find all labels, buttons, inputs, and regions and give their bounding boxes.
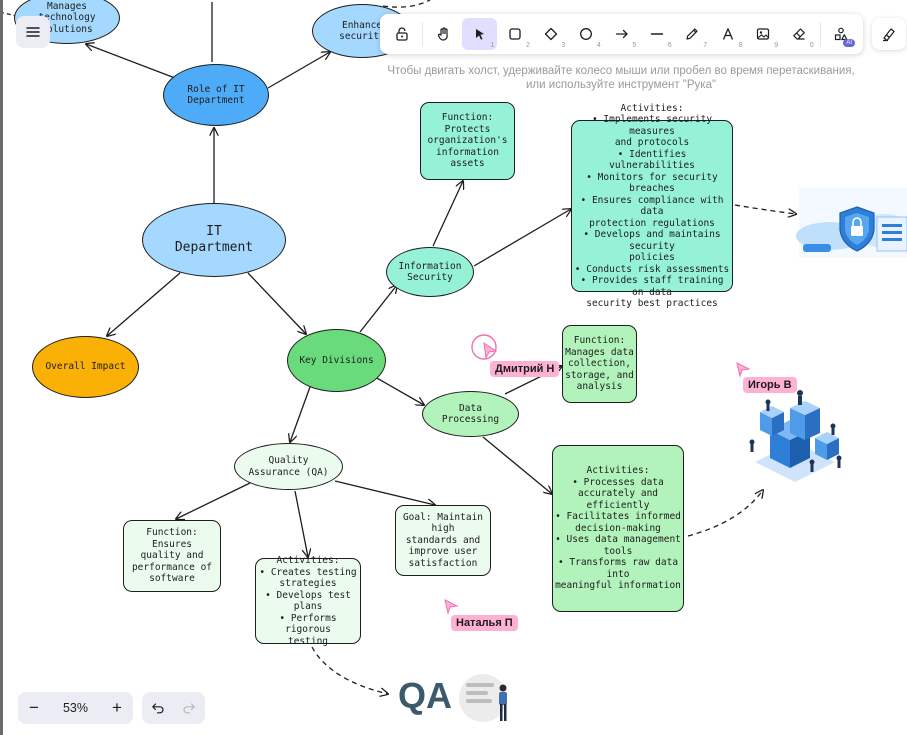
- undo-redo-controls: [142, 692, 205, 724]
- arrow-it-to-key-divisions[interactable]: [247, 272, 306, 334]
- ellipse-icon: [580, 28, 593, 40]
- arrow-right-icon: [615, 29, 628, 39]
- arrow-qa-to-function[interactable]: [176, 482, 251, 519]
- collaborator-label-dmitriy: Дмитрий Н: [490, 361, 560, 377]
- tool-hand[interactable]: [426, 18, 461, 50]
- arrow-dataproc-to-activities[interactable]: [482, 436, 552, 494]
- arrow-qa-to-goal[interactable]: [334, 480, 435, 505]
- qa-logo-text[interactable]: QA: [398, 675, 452, 716]
- dashed-arrow-infosec-to-image[interactable]: [734, 204, 796, 214]
- canvas-left-edge: [0, 0, 3, 735]
- node-role-of-it[interactable]: Role of IT Department: [163, 64, 269, 126]
- tool-selection[interactable]: 1: [461, 18, 498, 50]
- arrow-key-to-qa[interactable]: [290, 386, 311, 442]
- pointer-arrow-icon: [475, 29, 484, 40]
- arrow-infosec-to-activities[interactable]: [473, 209, 571, 267]
- security-shield-illustration[interactable]: [796, 188, 907, 258]
- cursor-marker-natalia: [444, 599, 459, 615]
- node-qa-function[interactable]: Function: Ensures quality and performanc…: [123, 520, 221, 592]
- cursor-marker-dmitriy: [471, 334, 498, 360]
- arrow-infosec-to-function[interactable]: [432, 181, 463, 247]
- eraser-icon: [793, 28, 805, 40]
- node-overall-impact[interactable]: Overall Impact: [32, 336, 139, 398]
- library-button[interactable]: [872, 18, 906, 50]
- arrow-qa-to-activities[interactable]: [294, 490, 308, 557]
- tool-arrow[interactable]: 5: [604, 18, 639, 50]
- tool-diamond[interactable]: 3: [533, 18, 568, 50]
- text-a-icon: [722, 28, 734, 40]
- node-quality-assurance[interactable]: Quality Assurance (QA): [234, 443, 343, 490]
- main-menu-button[interactable]: [16, 16, 50, 48]
- arrow-it-to-overall-impact[interactable]: [107, 272, 181, 336]
- arrow-role-to-manages[interactable]: [86, 44, 176, 79]
- collaborator-label-igor: Игорь В: [743, 377, 797, 393]
- node-qa-activities[interactable]: Activities: • Creates testing strategies…: [255, 555, 361, 647]
- undo-icon[interactable]: [151, 701, 165, 715]
- arrow-role-to-enhances[interactable]: [267, 52, 330, 89]
- node-qa-goal[interactable]: Goal: Maintain high standards and improv…: [395, 505, 491, 576]
- zoom-in-button[interactable]: +: [112, 698, 122, 717]
- node-dp-activities[interactable]: Activities: • Processes data accurately …: [552, 445, 684, 612]
- dashed-arrow-qa-to-logo[interactable]: [311, 646, 388, 694]
- arrow-key-to-infosec[interactable]: [359, 285, 397, 333]
- toolbar-divider: [819, 22, 821, 46]
- shapes-toolbar: 1 2 3 4 5 6 7 8 9 0 AI: [380, 14, 863, 54]
- redo-icon[interactable]: [182, 701, 196, 715]
- arrow-key-to-dataproc[interactable]: [374, 376, 424, 405]
- tool-lock[interactable]: [384, 18, 419, 50]
- collaborator-label-natalia: Наталья П: [451, 615, 518, 631]
- hand-icon: [438, 27, 448, 41]
- ai-badge: AI: [843, 39, 856, 47]
- rectangle-icon: [509, 28, 521, 40]
- dashed-arrow-dp-to-image[interactable]: [687, 490, 763, 537]
- pencil-icon: [686, 28, 699, 40]
- library-book-icon: [883, 28, 895, 42]
- lock-open-icon: [396, 27, 408, 41]
- diamond-icon: [544, 27, 557, 41]
- tool-rectangle[interactable]: 2: [497, 18, 532, 50]
- line-icon: [650, 33, 664, 35]
- hamburger-icon: [26, 27, 40, 37]
- node-infosec-activities[interactable]: Activities: • Implements security measur…: [571, 103, 733, 309]
- zoom-controls: − 53% +: [18, 692, 133, 724]
- tool-ellipse[interactable]: 4: [568, 18, 603, 50]
- zoom-level[interactable]: 53%: [62, 701, 89, 715]
- tool-ai-shapes[interactable]: AI: [824, 18, 859, 50]
- node-it-department[interactable]: IT Department: [142, 203, 286, 277]
- image-icon: [757, 28, 770, 40]
- data-isometric-illustration[interactable]: [749, 390, 842, 482]
- toolbar-divider: [422, 22, 424, 46]
- canvas-hint-text: Чтобы двигать холст, удерживайте колесо …: [387, 65, 855, 91]
- tool-eraser[interactable]: 0: [781, 18, 816, 50]
- tool-line[interactable]: 6: [639, 18, 674, 50]
- qa-person-illustration[interactable]: [459, 674, 507, 722]
- node-infosec-function[interactable]: Function: Protects organization's inform…: [420, 102, 515, 180]
- tool-text[interactable]: 8: [710, 18, 745, 50]
- node-information-security[interactable]: Information Security: [386, 247, 474, 297]
- zoom-out-button[interactable]: −: [29, 698, 39, 717]
- node-dp-function[interactable]: Function: Manages data collection, stora…: [562, 325, 637, 403]
- node-data-processing[interactable]: Data Processing: [422, 391, 519, 437]
- tool-image[interactable]: 9: [746, 18, 781, 50]
- tool-draw[interactable]: 7: [675, 18, 710, 50]
- cursor-marker-igor: [736, 362, 751, 378]
- dashed-line-top: [382, 0, 431, 8]
- node-key-divisions[interactable]: Key Divisions: [287, 329, 386, 392]
